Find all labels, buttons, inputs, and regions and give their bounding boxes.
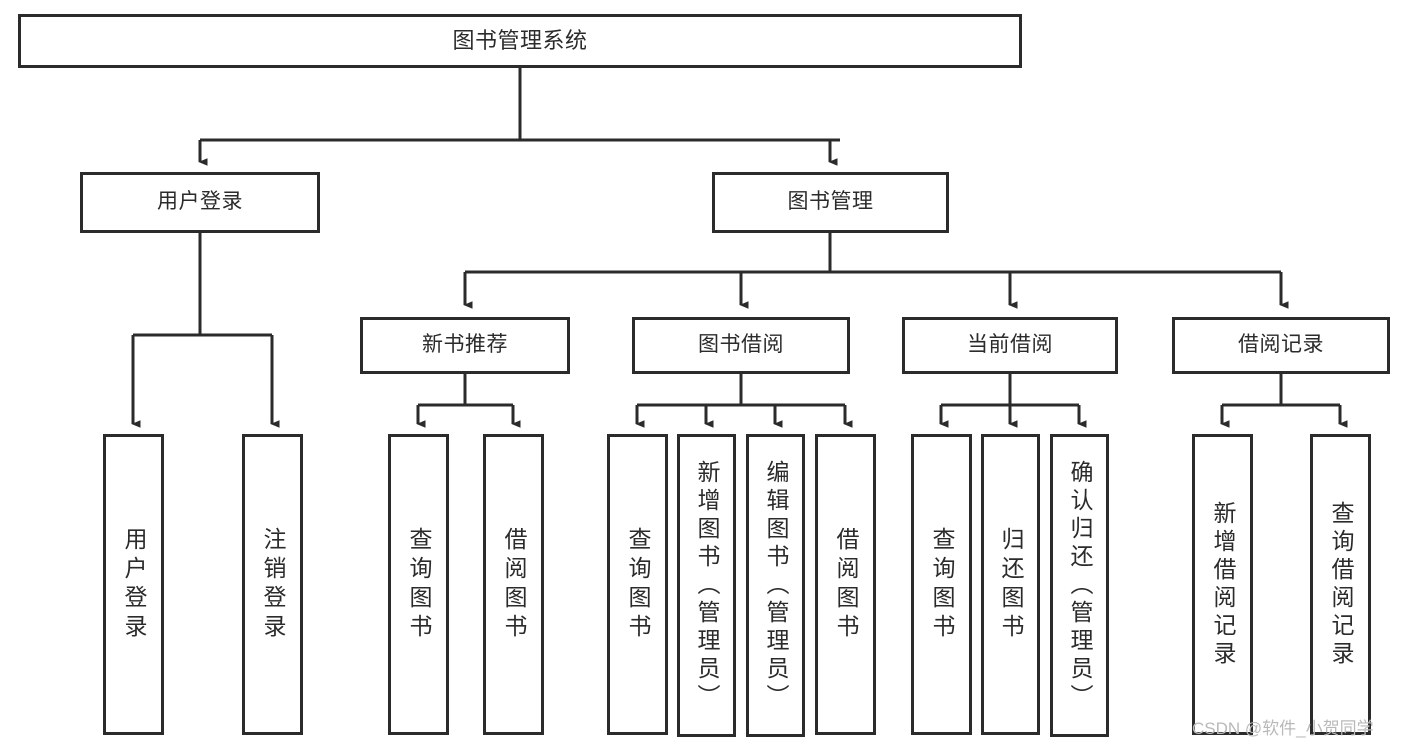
node-leaf-borrow-book-1-label: 借阅图书	[501, 526, 527, 643]
node-leaf-logout-label: 注销登录	[260, 526, 286, 643]
node-leaf-query-book-1[interactable]: 查询图书	[388, 434, 449, 735]
node-book-manage-label: 图书管理	[787, 190, 874, 214]
node-leaf-logout[interactable]: 注销登录	[242, 434, 303, 735]
node-leaf-add-record[interactable]: 新增借阅记录	[1192, 434, 1253, 735]
node-root[interactable]: 图书管理系统	[18, 14, 1022, 68]
node-user-login-label: 用户登录	[157, 190, 243, 214]
node-leaf-query-book-2-label: 查询图书	[625, 526, 651, 643]
node-leaf-user-login[interactable]: 用户登录	[103, 434, 164, 735]
node-leaf-query-book-3[interactable]: 查询图书	[911, 434, 972, 735]
node-leaf-borrow-book-2[interactable]: 借阅图书	[815, 434, 876, 735]
node-leaf-query-book-3-label: 查询图书	[929, 526, 955, 643]
node-leaf-user-login-label: 用户登录	[121, 526, 147, 643]
node-leaf-borrow-book-1[interactable]: 借阅图书	[483, 434, 544, 735]
node-book-manage[interactable]: 图书管理	[712, 172, 949, 233]
node-book-borrow[interactable]: 图书借阅	[632, 317, 850, 374]
node-leaf-query-record[interactable]: 查询借阅记录	[1310, 434, 1371, 735]
node-leaf-edit-book[interactable]: 编辑图书（管理员）	[746, 434, 805, 737]
node-borrow-record-label: 借阅记录	[1238, 333, 1324, 357]
node-new-book-recommend-label: 新书推荐	[422, 333, 508, 357]
node-book-borrow-label: 图书借阅	[698, 333, 784, 357]
node-borrow-record[interactable]: 借阅记录	[1172, 317, 1390, 374]
node-new-book-recommend[interactable]: 新书推荐	[360, 317, 570, 374]
node-leaf-query-record-label: 查询借阅记录	[1328, 500, 1354, 669]
node-leaf-add-book-label: 新增图书（管理员）	[694, 459, 720, 712]
node-root-label: 图书管理系统	[452, 28, 588, 54]
node-leaf-return-book[interactable]: 归还图书	[981, 434, 1040, 735]
node-user-login[interactable]: 用户登录	[80, 172, 320, 233]
node-current-borrow[interactable]: 当前借阅	[902, 317, 1118, 374]
node-leaf-add-book[interactable]: 新增图书（管理员）	[677, 434, 736, 737]
node-leaf-confirm-return-label: 确认归还（管理员）	[1067, 459, 1093, 712]
node-leaf-query-book-2[interactable]: 查询图书	[607, 434, 668, 735]
node-leaf-edit-book-label: 编辑图书（管理员）	[763, 459, 789, 712]
node-leaf-add-record-label: 新增借阅记录	[1210, 500, 1236, 669]
node-leaf-query-book-1-label: 查询图书	[406, 526, 432, 643]
node-leaf-confirm-return[interactable]: 确认归还（管理员）	[1050, 434, 1109, 737]
watermark: CSDN @软件_小贺同学	[1192, 719, 1374, 738]
node-leaf-borrow-book-2-label: 借阅图书	[833, 526, 859, 643]
node-leaf-return-book-label: 归还图书	[998, 526, 1024, 643]
node-current-borrow-label: 当前借阅	[967, 333, 1053, 357]
